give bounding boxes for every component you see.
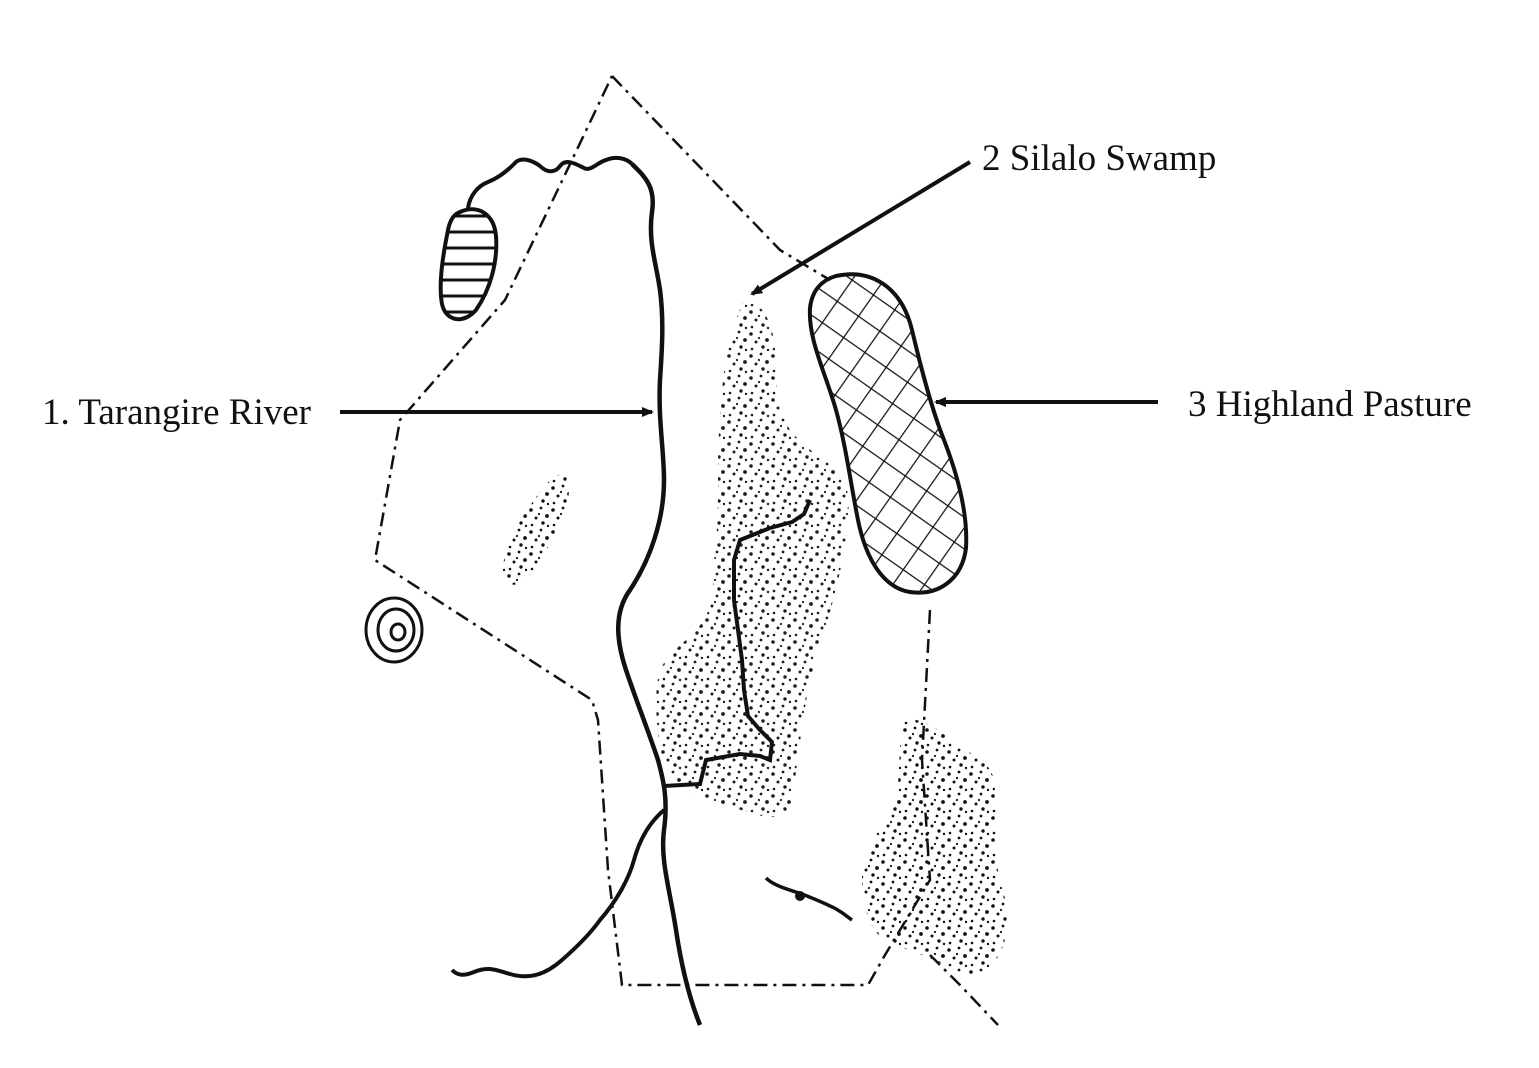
west-tributary <box>450 808 666 979</box>
highland-pasture-label: 3 Highland Pasture <box>1188 384 1472 425</box>
west-stipple-patch <box>502 474 570 585</box>
tarangire-river-label: 1. Tarangire River <box>42 392 311 433</box>
tarangire-river <box>616 162 703 1026</box>
northwest-shoreline <box>466 155 634 209</box>
silalo-swamp <box>656 300 849 817</box>
southeast-stipple-area <box>862 719 1008 975</box>
highland-pasture <box>807 272 969 595</box>
park-boundary <box>373 75 932 987</box>
swamp-arrow <box>750 160 972 296</box>
south-stream-node <box>795 891 805 901</box>
boundary-southeast-spur <box>929 954 999 1026</box>
hill-contour-icon <box>364 596 424 664</box>
south-stream <box>764 876 853 922</box>
silalo-swamp-label: 2 Silalo Swamp <box>982 138 1217 179</box>
northwest-lake <box>438 207 499 321</box>
